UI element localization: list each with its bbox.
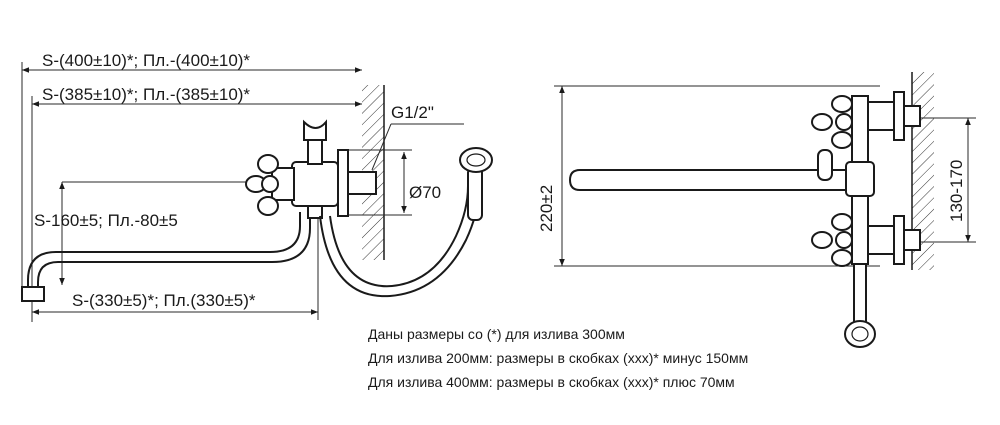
front-body-mid: [845, 161, 875, 197]
dim-label-top-1: S-(400±10)*; Пл.-(400±10)*: [42, 51, 250, 70]
upper-valve: [867, 101, 895, 131]
front-hand-shower-icon: [844, 320, 876, 348]
height-label: 220±2: [537, 185, 556, 232]
upper-flange: [893, 91, 905, 141]
front-view: 220±2 130-170: [537, 72, 976, 348]
side-view: S-(400±10)*; Пл.-(400±10)* S-(385±10)*; …: [21, 51, 493, 322]
thread-leader: [371, 123, 392, 171]
front-diverter: [817, 149, 833, 181]
lower-cross-handle-icon: [811, 213, 853, 267]
front-hand-shower-face: [851, 326, 869, 342]
diverter-stem: [307, 139, 323, 165]
hand-shower-head-icon: [459, 147, 493, 173]
front-hose: [853, 263, 867, 323]
hand-shower-face: [466, 153, 486, 167]
upper-pipe: [903, 105, 921, 127]
spout-tip: [21, 286, 45, 302]
thread-label: G1/2": [391, 103, 434, 122]
upper-cross-handle-icon: [811, 95, 853, 149]
spout: [27, 212, 301, 290]
note-line-2: Для излива 200мм: размеры в скобках (ххх…: [368, 350, 749, 366]
dim-label-mid: S-160±5; Пл.-80±5: [34, 211, 178, 230]
note-line-1: Даны размеры со (*) для излива 300мм: [368, 326, 625, 342]
dim-label-bottom: S-(330±5)*; Пл.(330±5)*: [72, 291, 256, 310]
cross-handle-icon: [245, 154, 279, 216]
dim-label-top-2: S-(385±10)*; Пл.-(385±10)*: [42, 85, 250, 104]
shower-holder-icon: [303, 119, 327, 141]
wall-flange: [337, 149, 349, 217]
shower-hose-inner: [329, 185, 469, 288]
front-spout: [568, 169, 850, 191]
lower-pipe: [903, 229, 921, 251]
spout-inner: [37, 212, 311, 290]
hose-connector: [307, 205, 323, 219]
lower-valve: [867, 225, 895, 255]
wall-pipe: [347, 171, 377, 195]
lower-flange: [893, 215, 905, 265]
faucet-body: [291, 161, 339, 207]
diameter-label: Ø70: [409, 183, 441, 202]
spacing-label: 130-170: [947, 160, 966, 222]
note-line-3: Для излива 400мм: размеры в скобках (ххх…: [368, 374, 735, 390]
hand-shower-handle: [467, 167, 483, 221]
